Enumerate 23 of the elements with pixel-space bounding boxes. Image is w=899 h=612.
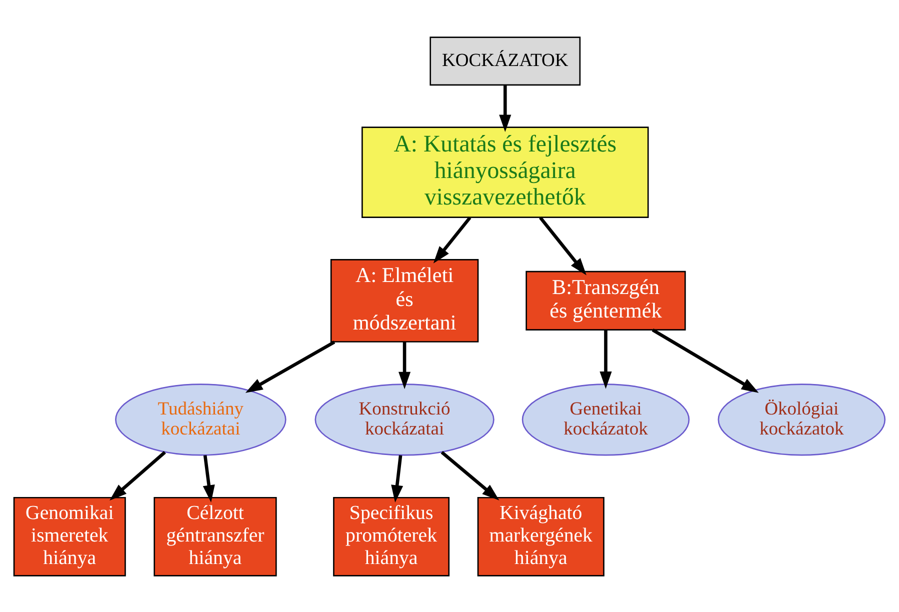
node-box: B:Transzgén és géntermék xyxy=(526,270,686,330)
arrow xyxy=(440,450,500,500)
node-box: A: Kutatás és fejlesztés hiányosságaira visszavezethetők xyxy=(362,126,649,218)
arrow xyxy=(398,342,411,389)
node-box: Genomikai ismeretek hiánya xyxy=(13,496,126,576)
node-ellipse: Genetikai kockázatok xyxy=(522,383,690,456)
arrow xyxy=(202,454,215,502)
arrow xyxy=(110,450,166,500)
node-ellipse: Tudáshiány kockázatai xyxy=(115,383,286,456)
arrow xyxy=(600,330,612,388)
arrow xyxy=(652,328,759,392)
node-box: KOCKÁZATOK xyxy=(430,36,581,86)
node-box: A: Elméleti és módszertani xyxy=(330,258,479,342)
arrow xyxy=(433,216,472,263)
node-box: Kivágható markergének hiánya xyxy=(477,496,604,576)
arrow xyxy=(245,340,336,392)
node-ellipse: Konstrukció kockázatai xyxy=(314,383,494,456)
node-box: Célzott géntranszfer hiánya xyxy=(154,496,277,576)
arrow xyxy=(499,84,512,132)
node-ellipse: Ökológiai kockázatok xyxy=(718,383,886,456)
node-box: Specifikus promóterek hiánya xyxy=(333,496,450,576)
arrow xyxy=(539,216,586,275)
arrow xyxy=(391,454,404,502)
